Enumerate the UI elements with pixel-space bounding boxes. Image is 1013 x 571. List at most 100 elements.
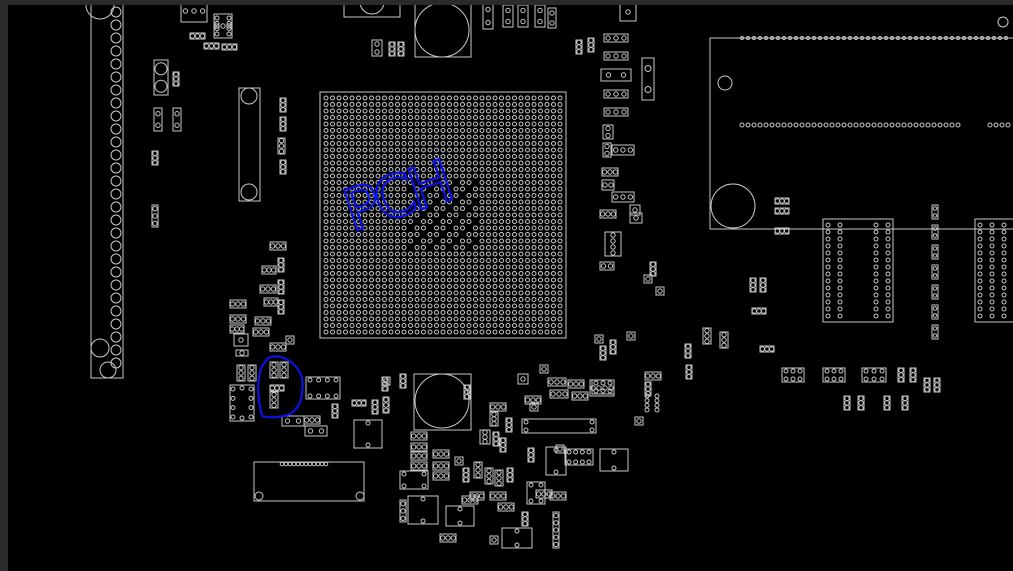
component[interactable]	[549, 389, 569, 399]
component[interactable]	[611, 144, 635, 156]
component[interactable]	[484, 467, 494, 485]
component[interactable]	[269, 342, 287, 352]
ic-package[interactable]	[781, 367, 805, 383]
component[interactable]	[749, 277, 757, 293]
component[interactable]	[909, 367, 917, 383]
component[interactable]	[609, 339, 617, 355]
component[interactable]	[603, 107, 629, 117]
component[interactable]	[547, 377, 567, 387]
component[interactable]	[432, 461, 450, 471]
ic-package[interactable]	[591, 379, 615, 395]
component[interactable]	[933, 377, 941, 393]
component[interactable]	[473, 461, 483, 479]
component[interactable]	[602, 142, 612, 158]
ic-package[interactable]	[564, 448, 594, 466]
component[interactable]	[236, 364, 246, 382]
component[interactable]	[247, 364, 257, 382]
component[interactable]	[602, 124, 614, 140]
ic-package[interactable]	[861, 367, 887, 383]
component[interactable]	[494, 469, 504, 487]
component[interactable]	[382, 396, 390, 414]
component[interactable]	[279, 116, 287, 132]
component[interactable]	[931, 324, 939, 340]
component[interactable]	[547, 7, 557, 29]
component[interactable]	[463, 384, 471, 400]
component[interactable]	[901, 395, 909, 411]
ic-package[interactable]	[305, 376, 341, 400]
component[interactable]	[469, 491, 485, 501]
component[interactable]	[277, 299, 285, 315]
component[interactable]	[626, 331, 636, 341]
component[interactable]	[641, 57, 655, 101]
component[interactable]	[601, 179, 615, 191]
component[interactable]	[432, 471, 450, 481]
component[interactable]	[567, 379, 585, 389]
component[interactable]	[603, 51, 629, 61]
component[interactable]	[203, 42, 220, 50]
component[interactable]	[252, 327, 270, 337]
component[interactable]	[534, 5, 546, 28]
component[interactable]	[931, 224, 939, 240]
component[interactable]	[883, 395, 891, 411]
component[interactable]	[552, 511, 560, 549]
ic-package[interactable]	[526, 481, 546, 505]
boardview-canvas[interactable]: PCH	[8, 5, 1013, 571]
component[interactable]	[759, 345, 775, 353]
component[interactable]	[527, 447, 535, 463]
ic-package[interactable]	[353, 419, 383, 449]
component[interactable]	[524, 395, 542, 405]
component[interactable]	[594, 334, 604, 344]
ic-package[interactable]	[229, 384, 255, 422]
component[interactable]	[279, 159, 287, 175]
component[interactable]	[601, 167, 619, 177]
component[interactable]	[517, 373, 529, 385]
component[interactable]	[489, 491, 507, 501]
component[interactable]	[281, 415, 305, 427]
component[interactable]	[269, 391, 279, 409]
ic-package[interactable]	[445, 505, 475, 527]
component[interactable]	[655, 286, 665, 296]
component[interactable]	[269, 384, 285, 392]
ic-package[interactable]	[501, 527, 533, 549]
component[interactable]	[303, 415, 321, 425]
component[interactable]	[371, 39, 383, 57]
ic-package[interactable]	[399, 470, 429, 490]
component[interactable]	[685, 364, 693, 380]
component[interactable]	[462, 467, 470, 483]
component[interactable]	[571, 391, 589, 401]
ic-package[interactable]	[822, 367, 846, 383]
component[interactable]	[172, 71, 180, 87]
component[interactable]	[649, 261, 657, 277]
component[interactable]	[479, 429, 491, 445]
component[interactable]	[221, 43, 238, 51]
component[interactable]	[410, 451, 428, 461]
component[interactable]	[432, 449, 450, 459]
component[interactable]	[410, 431, 428, 441]
component[interactable]	[259, 284, 277, 294]
component[interactable]	[388, 41, 396, 57]
component[interactable]	[502, 5, 514, 28]
component[interactable]	[634, 416, 644, 426]
component[interactable]	[277, 279, 285, 295]
component[interactable]	[213, 13, 233, 39]
component[interactable]	[269, 361, 279, 379]
component[interactable]	[549, 491, 567, 501]
component[interactable]	[774, 207, 790, 215]
component[interactable]	[751, 307, 767, 315]
component[interactable]	[857, 395, 865, 411]
component[interactable]	[644, 381, 652, 397]
component[interactable]	[371, 399, 379, 415]
component[interactable]	[529, 402, 539, 412]
component[interactable]	[843, 395, 851, 411]
component[interactable]	[489, 411, 499, 427]
component[interactable]	[923, 377, 931, 393]
component[interactable]	[604, 231, 622, 257]
component[interactable]	[277, 257, 285, 273]
component[interactable]	[931, 244, 939, 260]
component[interactable]	[931, 304, 939, 320]
component[interactable]	[254, 316, 272, 326]
component[interactable]	[229, 324, 245, 334]
component[interactable]	[517, 5, 529, 28]
component[interactable]	[172, 107, 182, 132]
component[interactable]	[279, 97, 287, 113]
